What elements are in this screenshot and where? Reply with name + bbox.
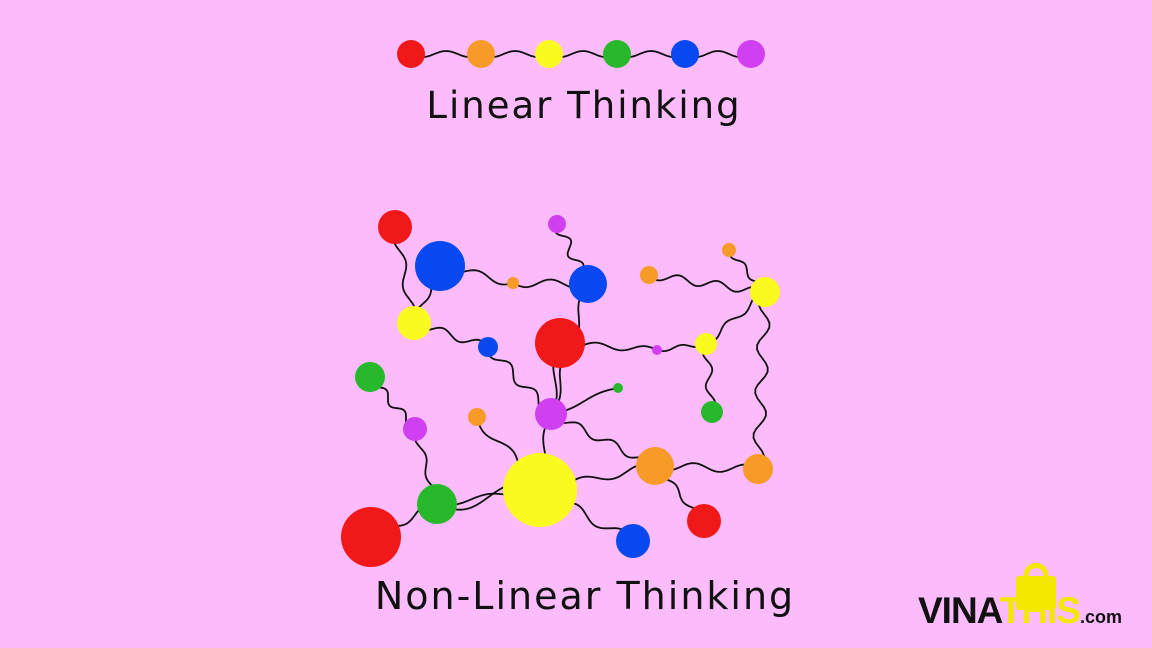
idea-nodes (341, 40, 780, 567)
vinathis-logo: VINATHIS.com (918, 560, 1150, 638)
network-node-orange (743, 454, 773, 484)
network-connection-line (550, 413, 656, 467)
network-node-red (687, 504, 721, 538)
network-node-green (417, 484, 457, 524)
network-node-red (341, 507, 401, 567)
shopping-bag-icon (1016, 563, 1056, 610)
network-node-blue (616, 524, 650, 558)
network-node-purple (535, 398, 567, 430)
linear-node-yellow (535, 40, 563, 68)
linear-node-red (397, 40, 425, 68)
network-node-blue (415, 241, 465, 291)
network-node-green (701, 401, 723, 423)
linear-node-orange (467, 40, 495, 68)
network-node-purple (403, 417, 427, 441)
network-node-purple (652, 345, 662, 355)
network-node-orange (468, 408, 486, 426)
network-node-orange (636, 447, 674, 485)
network-node-blue (478, 337, 498, 357)
network-node-orange (640, 266, 658, 284)
network-node-orange (507, 277, 519, 289)
linear-thinking-title: Linear Thinking (426, 84, 742, 127)
network-node-yellow (695, 333, 717, 355)
network-node-red (535, 318, 585, 368)
network-node-yellow (503, 453, 577, 527)
logo-part-this: THIS (999, 590, 1081, 631)
linear-node-purple (737, 40, 765, 68)
network-node-yellow (397, 306, 431, 340)
network-connection-line (648, 274, 766, 293)
network-connection-line (752, 291, 771, 470)
network-node-orange (722, 243, 736, 257)
network-node-red (378, 210, 412, 244)
logo-wordmark: VINATHIS.com (918, 590, 1122, 632)
logo-part-domain: .com (1079, 607, 1122, 627)
network-connection-line (701, 343, 717, 413)
network-node-purple (548, 215, 566, 233)
linear-node-green (603, 40, 631, 68)
linear-node-blue (671, 40, 699, 68)
network-node-green (355, 362, 385, 392)
logo-part-vina: VINA (918, 590, 1001, 631)
network-node-yellow (750, 277, 780, 307)
network-node-blue (569, 265, 607, 303)
network-node-green (613, 383, 623, 393)
nonlinear-thinking-title: Non-Linear Thinking (374, 574, 796, 618)
